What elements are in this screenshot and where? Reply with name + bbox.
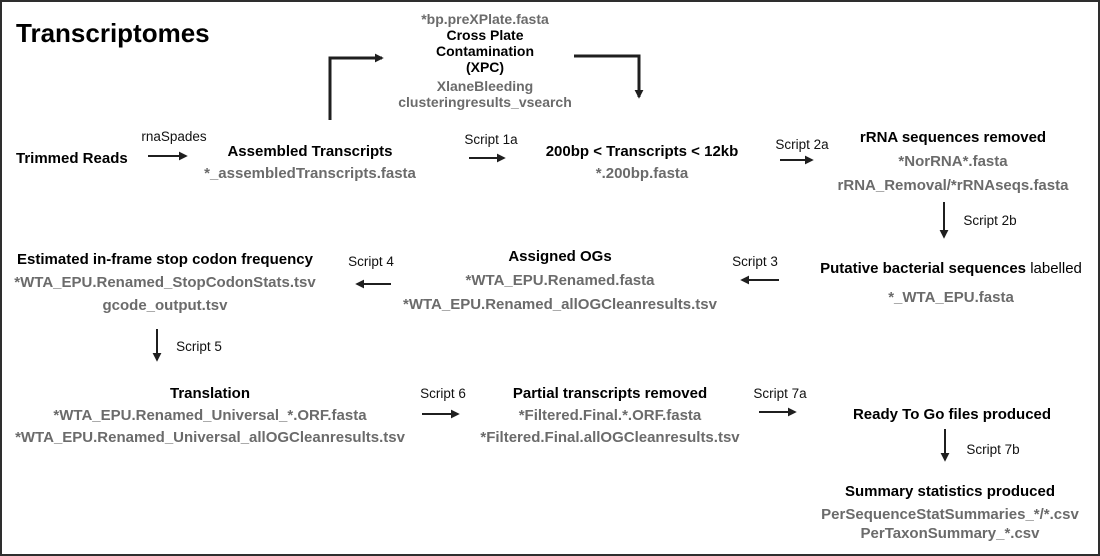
edge-label-script-2b: Script 2b (963, 213, 1017, 228)
rrna-removed-file: *NorRNA*.fasta (898, 153, 1008, 170)
node-ready-to-go: Ready To Go files produced (853, 404, 1051, 426)
xpc-file: clusteringresults_vsearch (398, 94, 572, 110)
edge-label-script-7a: Script 7a (753, 386, 807, 401)
node-partial-removed: Partial transcripts removed *Filtered.Fi… (480, 383, 739, 449)
edge-label-rnaspades: rnaSpades (141, 129, 207, 144)
elbow-arrow-xpc-to-length-filter (574, 54, 644, 99)
node-length-filtered: 200bp < Transcripts < 12kb *.200bp.fasta (546, 141, 739, 185)
length-filtered-title: 200bp < Transcripts < 12kb (545, 143, 739, 160)
summary-stats-title: Summary statistics produced (844, 483, 1056, 500)
assembled-transcripts-title: Assembled Transcripts (227, 143, 393, 160)
node-stop-codon-frequency: Estimated in-frame stop codon frequency … (14, 248, 315, 317)
node-assigned-ogs: Assigned OGs *WTA_EPU.Renamed.fasta *WTA… (403, 245, 717, 317)
rrna-removed-title: rRNA sequences removed (859, 129, 1047, 146)
node-rrna-removed: rRNA sequences removed *NorRNA*.fasta rR… (838, 126, 1069, 198)
length-filtered-file: *.200bp.fasta (595, 165, 689, 182)
edge-label-script-3: Script 3 (732, 254, 778, 269)
edge-label-script-7b: Script 7b (966, 442, 1020, 457)
xpc-title-line2: Contamination (436, 43, 534, 59)
xpc-file: XlaneBleeding (436, 78, 534, 94)
assembled-transcripts-file: *_assembledTranscripts.fasta (204, 165, 416, 182)
edge-label-script-1a: Script 1a (464, 132, 518, 147)
stop-codon-file: gcode_output.tsv (102, 297, 228, 314)
stop-codon-file: *WTA_EPU.Renamed_StopCodonStats.tsv (14, 274, 316, 291)
page-title: Transcriptomes (16, 18, 210, 48)
edge-label-script-4: Script 4 (348, 254, 394, 269)
summary-stats-file: PerTaxonSummary_*.csv (860, 525, 1040, 542)
assigned-ogs-file: *WTA_EPU.Renamed.fasta (465, 272, 655, 289)
ready-to-go-title: Ready To Go files produced (852, 406, 1052, 423)
bacterial-labelled-file: *_WTA_EPU.fasta (888, 289, 1014, 306)
xpc-input-file: *bp.preXPlate.fasta (421, 11, 549, 27)
node-trimmed-reads: Trimmed Reads (16, 148, 128, 170)
xpc-title-line3: (XPC) (465, 59, 505, 75)
edge-label-script-6: Script 6 (420, 386, 466, 401)
partial-removed-file: *Filtered.Final.*.ORF.fasta (518, 407, 702, 424)
stop-codon-title: Estimated in-frame stop codon frequency (17, 251, 313, 268)
node-assembled-transcripts: Assembled Transcripts *_assembledTranscr… (204, 141, 416, 185)
rrna-removed-file: rRNA_Removal/*rRNAseqs.fasta (837, 177, 1069, 194)
partial-removed-title: Partial transcripts removed (512, 385, 708, 402)
assigned-ogs-title: Assigned OGs (508, 248, 612, 265)
node-bacterial-labelled: Putative bacterial sequences labelled *_… (820, 258, 1082, 309)
node-summary-statistics: Summary statistics produced PerSequenceS… (821, 482, 1079, 543)
summary-stats-file: PerSequenceStatSummaries_*/*.csv (821, 506, 1079, 523)
trimmed-reads-title: Trimmed Reads (16, 150, 128, 167)
xpc-title-line1: Cross Plate (446, 27, 524, 43)
partial-removed-file: *Filtered.Final.allOGCleanresults.tsv (480, 429, 740, 446)
edge-label-script-2a: Script 2a (775, 137, 829, 152)
elbow-arrow-assembled-to-xpc (328, 53, 384, 120)
translation-file: *WTA_EPU.Renamed_Universal_allOGCleanres… (15, 429, 405, 446)
node-cross-plate-contamination: *bp.preXPlate.fasta Cross Plate Contamin… (398, 11, 572, 110)
translation-title: Translation (169, 385, 251, 402)
translation-file: *WTA_EPU.Renamed_Universal_*.ORF.fasta (53, 407, 367, 424)
edge-label-script-5: Script 5 (176, 339, 222, 354)
assigned-ogs-file: *WTA_EPU.Renamed_allOGCleanresults.tsv (403, 296, 717, 313)
bacterial-labelled-title: Putative bacterial sequences labelled (820, 260, 1082, 277)
node-translation: Translation *WTA_EPU.Renamed_Universal_*… (15, 383, 405, 449)
